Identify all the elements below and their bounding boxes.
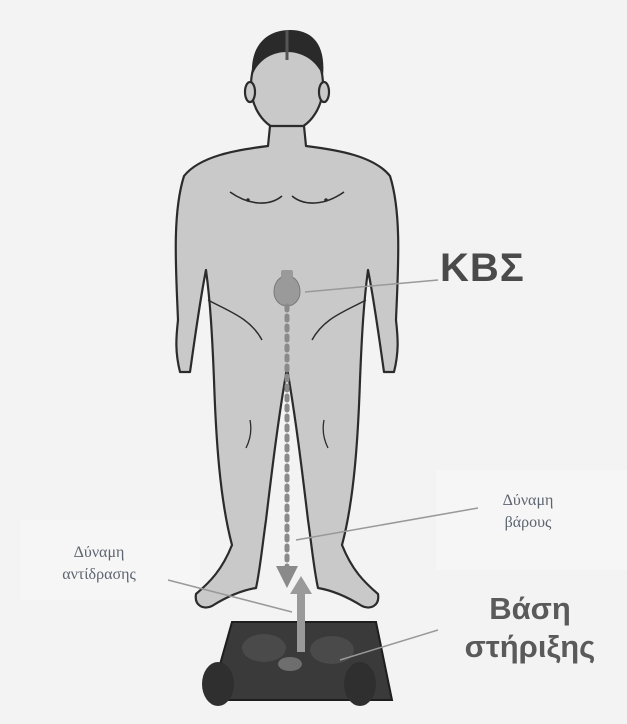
label-base-line2: στήριξης [440, 628, 620, 666]
label-weight-force-line1: Δύναμη [478, 490, 578, 512]
label-reaction-force: Δύναμη αντίδρασης [34, 542, 164, 586]
label-base-of-support: Βάση στήριξης [440, 590, 620, 666]
label-center-of-gravity: ΚΒΣ [440, 246, 525, 291]
label-reaction-force-line2: αντίδρασης [34, 564, 164, 586]
label-weight-force-line2: βάρους [478, 512, 578, 534]
label-reaction-force-line1: Δύναμη [34, 542, 164, 564]
label-weight-force: Δύναμη βάρους [478, 490, 578, 534]
label-base-line1: Βάση [440, 590, 620, 628]
